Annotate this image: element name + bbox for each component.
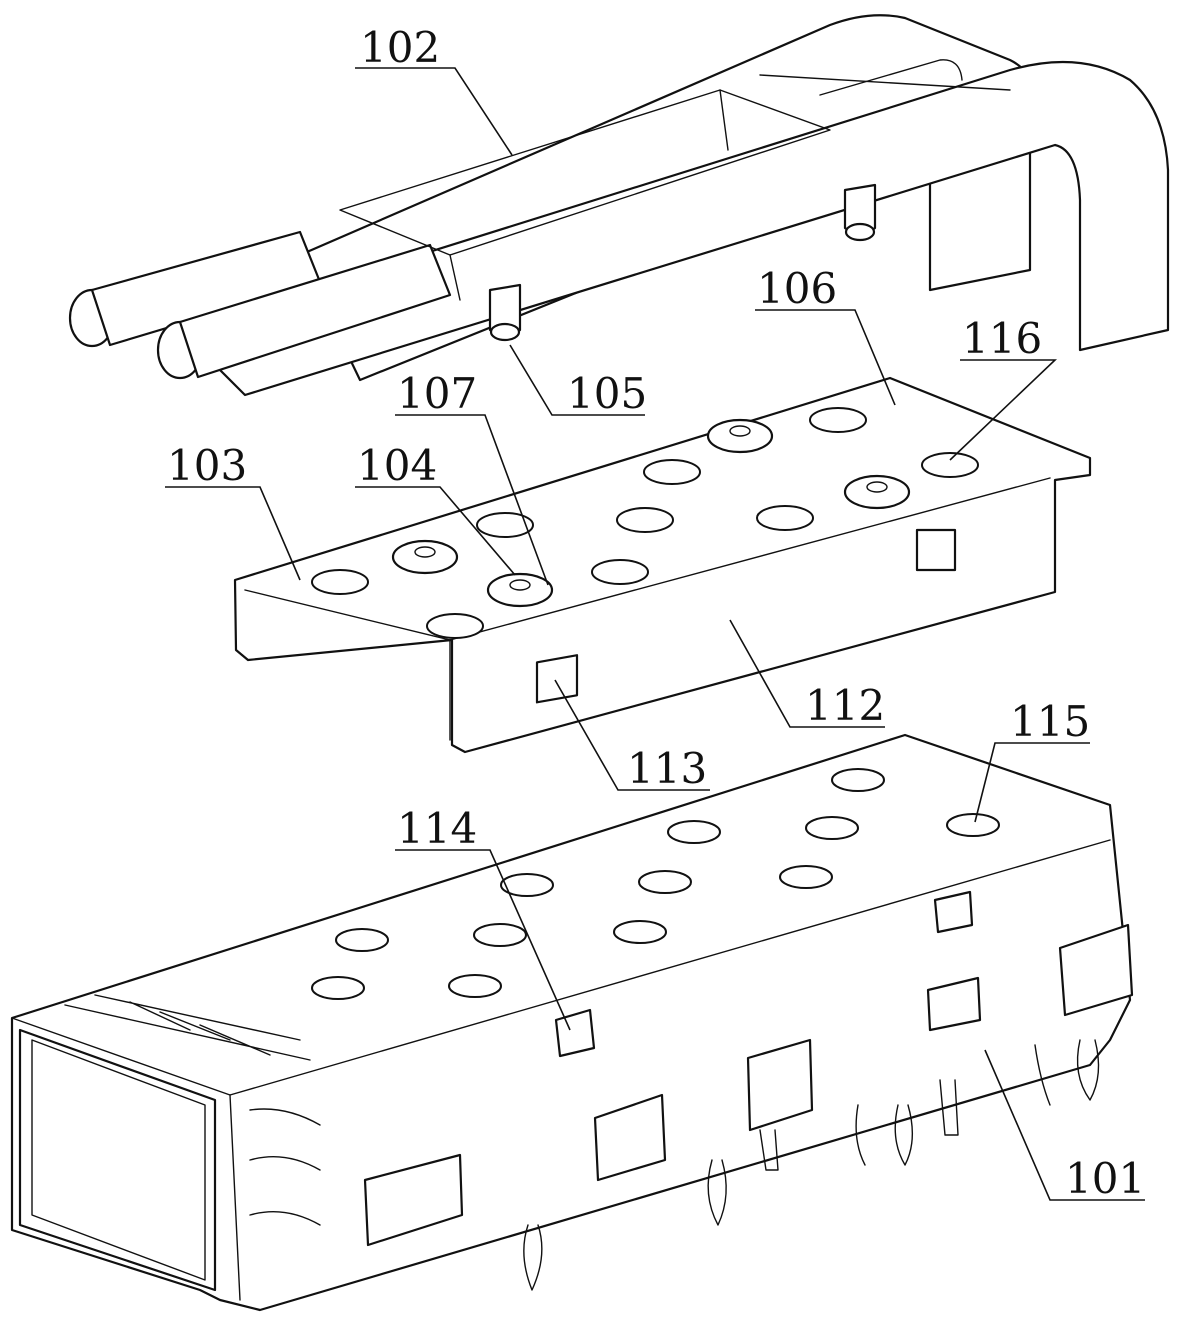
callout-116: 116 [962, 314, 1042, 363]
leader-106 [755, 309, 896, 406]
plate-hole-116 [921, 452, 979, 478]
callout-103: 103 [167, 441, 247, 490]
leader-101 [984, 1049, 1145, 1201]
plate-hole [809, 407, 867, 433]
window-rear [915, 528, 957, 572]
plate-hole [643, 459, 701, 485]
cage-hole [335, 928, 389, 952]
leader-105 [509, 344, 645, 416]
latch-tab [363, 1153, 464, 1247]
cage-hole [448, 974, 502, 998]
washer-hole [729, 425, 751, 437]
cage-hole [613, 920, 667, 944]
connector-cage [10, 733, 1134, 1312]
leader-116 [949, 359, 1057, 461]
callout-106: 106 [757, 264, 837, 313]
spring-fingers [64, 994, 311, 1061]
latch-tab [593, 1093, 667, 1182]
leader-112 [729, 619, 885, 728]
frame-outline [339, 89, 831, 256]
plate-hole [616, 507, 674, 533]
callout-102: 102 [360, 23, 440, 72]
tab-rear [933, 890, 974, 934]
callout-labels: 102 106 116 107 105 103 104 112 115 113 … [167, 23, 1145, 1203]
callout-107: 107 [397, 369, 477, 418]
latch-tab [1058, 923, 1134, 1017]
press-fit-pin [855, 1104, 913, 1166]
cage-inner-opening [31, 1039, 206, 1281]
leader-103 [165, 486, 301, 581]
leader-102 [355, 67, 513, 156]
standoff-nut-105 [489, 322, 521, 342]
washer-107-hole [509, 579, 531, 591]
standoff-nut-rear [844, 222, 876, 242]
latch-tab [926, 976, 982, 1032]
callout-105: 105 [567, 369, 647, 418]
washer-hole [866, 481, 888, 493]
latch-tab [746, 1038, 814, 1132]
plate-hole [756, 505, 814, 531]
callout-115: 115 [1010, 697, 1090, 746]
press-fit-pin [939, 1079, 959, 1136]
leader-114 [395, 849, 571, 1031]
press-fit-pin [707, 1159, 727, 1226]
callout-112: 112 [805, 681, 885, 730]
press-fit-pin [1034, 1039, 1100, 1106]
cage-hole [779, 865, 833, 889]
press-fit-pin [759, 1129, 779, 1171]
leader-115 [974, 742, 1090, 823]
leader-107 [395, 414, 549, 586]
window-113 [535, 654, 579, 704]
plate-hole [426, 613, 484, 639]
plate-hole [311, 569, 369, 595]
cage-hole [805, 816, 859, 840]
side-spring-fingers [249, 1108, 321, 1226]
cage-front-corner [229, 1094, 241, 1301]
cage-hole [667, 820, 721, 844]
plate-hole [476, 512, 534, 538]
cage-hole [500, 873, 554, 897]
frame-brace [819, 59, 963, 96]
heat-pipe-assembly [68, 14, 1170, 397]
cage-front-opening [18, 1028, 217, 1292]
heat-sink-plate [233, 376, 1092, 754]
cage-hole [311, 976, 365, 1000]
cage-hole [638, 870, 692, 894]
leader-113 [554, 679, 710, 791]
plate-body [233, 376, 1092, 754]
lower-heat-pipe [178, 60, 1170, 397]
frame-detail [449, 74, 1011, 301]
callout-101: 101 [1065, 1154, 1145, 1203]
pipe-tube-lower [178, 243, 452, 379]
cage-hole [473, 923, 527, 947]
leader-104 [355, 486, 516, 576]
callout-113: 113 [627, 744, 707, 793]
cage-hole-115 [946, 813, 1000, 837]
press-fit-pin [523, 1224, 543, 1291]
callout-104: 104 [357, 441, 437, 490]
callout-114: 114 [397, 804, 477, 853]
cage-hole [831, 768, 885, 792]
washer-104-hole [414, 546, 436, 558]
plate-hole [591, 559, 649, 585]
leader-lines [165, 67, 1145, 1201]
